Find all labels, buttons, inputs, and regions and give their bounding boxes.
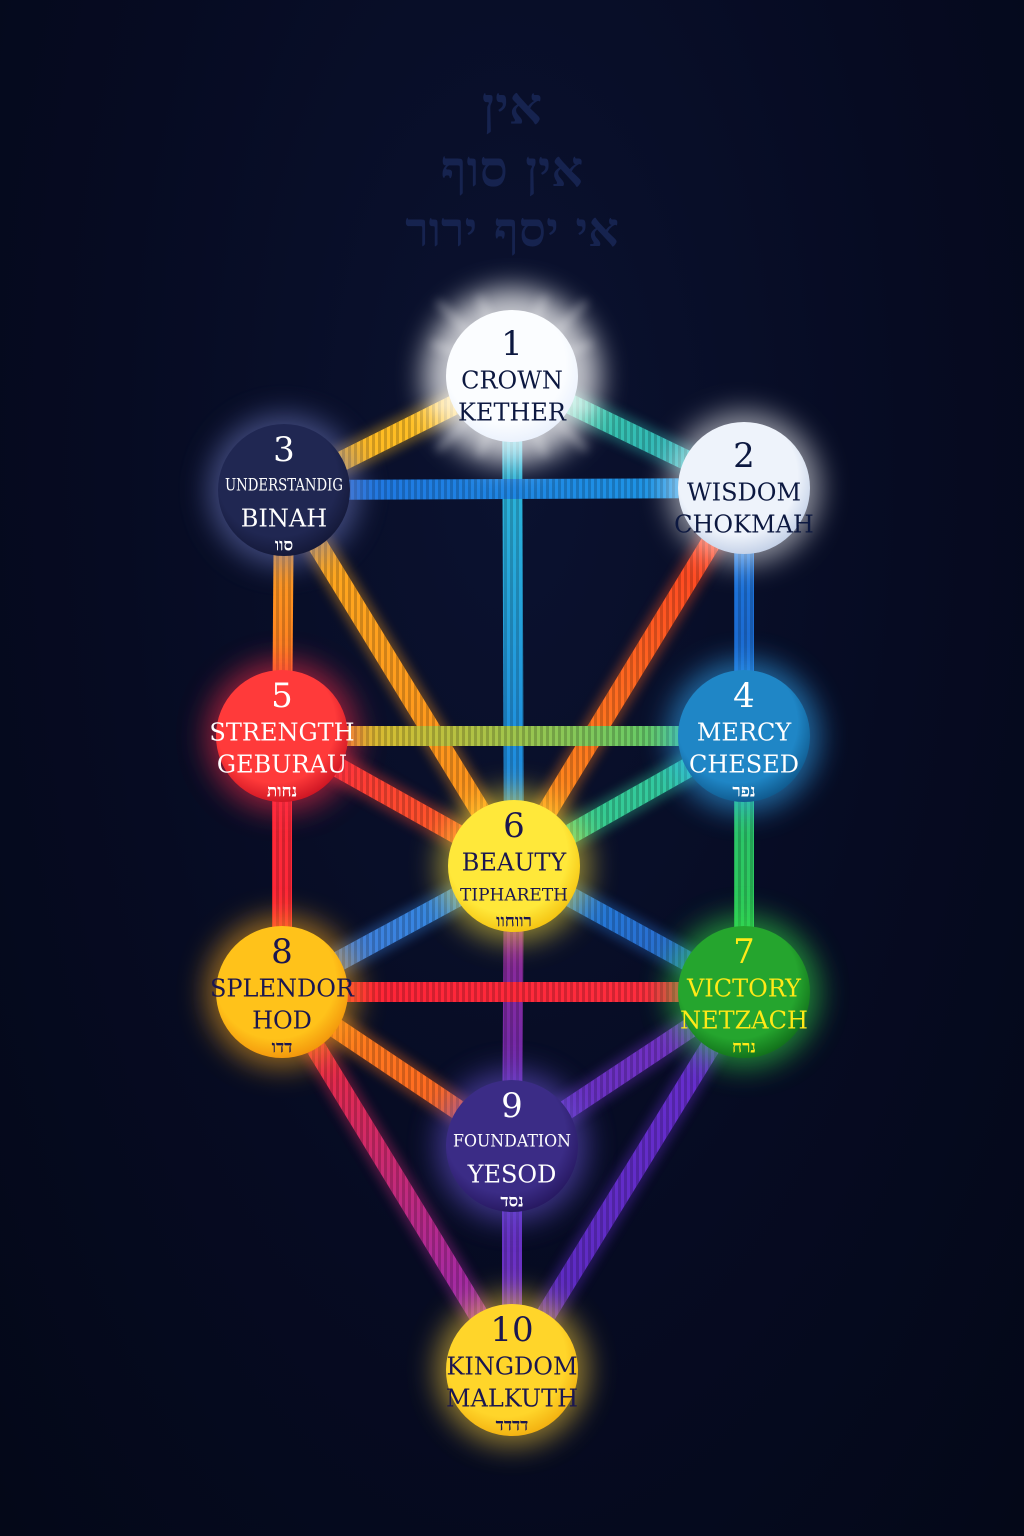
sephirah-hebrew-letters: סוו	[275, 536, 293, 556]
sephirah-number: 3	[273, 430, 295, 470]
sephirah-disc	[216, 926, 348, 1058]
sephirah-name: SPLENDOR	[210, 975, 355, 1003]
sephirah-hebrew-name: BINAH	[241, 505, 327, 533]
path-binah-chokmah	[283, 473, 745, 505]
sephirah-name: KINGDOM	[446, 1353, 577, 1381]
sephirah-disc	[678, 670, 810, 802]
sephirah-disc	[446, 1304, 578, 1436]
sephirah-hebrew-letters: דדו	[272, 1038, 293, 1058]
sephirah-hebrew-name: HOD	[252, 1007, 312, 1035]
sephirah-hebrew-name: NETZACH	[680, 1007, 808, 1035]
sephirah-hebrew-letters: נסד	[500, 1192, 523, 1212]
sephirah-number: 1	[501, 324, 523, 364]
title-line-3: אי יסף ירור	[405, 202, 619, 258]
sephirah-disc	[446, 310, 578, 442]
sephirah-hebrew-letters: נחות	[267, 782, 297, 802]
sephirah-hebrew-letters: דדדד	[496, 1416, 529, 1436]
sephirah-hebrew-letters: רווחוו	[496, 912, 532, 932]
sephirah-disc	[218, 424, 350, 556]
sephirah-name: UNDERSTANDIG	[225, 476, 343, 496]
sephirah-hebrew-name: KETHER	[458, 399, 567, 427]
sephirah-number: 8	[271, 932, 293, 972]
sephirah-name: VICTORY	[686, 975, 802, 1003]
sephirah-disc	[216, 670, 348, 802]
sephirah-name: MERCY	[697, 719, 793, 747]
sephirah-name: CROWN	[461, 367, 563, 395]
sephirah-hebrew-name: CHESED	[689, 751, 799, 779]
sephirah-number: 7	[733, 932, 755, 972]
sephirah-name: FOUNDATION	[453, 1132, 571, 1152]
sephirah-disc	[448, 800, 580, 932]
sephirah-hebrew-letters: נרח	[732, 1038, 756, 1058]
ein-sof-title: אין אין סוף אי יסף ירור	[405, 76, 619, 258]
sephirah-hebrew-name: MALKUTH	[446, 1385, 578, 1413]
sephirah-hebrew-name: YESOD	[467, 1161, 557, 1189]
sephirah-disc	[678, 422, 810, 554]
sephirah-name: WISDOM	[687, 479, 801, 507]
sephirah-hebrew-name: TIPHARETH	[460, 886, 568, 906]
sephirah-name: BEAUTY	[462, 849, 568, 877]
title-line-2: אין סוף	[441, 139, 584, 198]
sephirah-hebrew-letters: נפר	[732, 782, 755, 802]
sephirah-name: STRENGTH	[209, 719, 354, 747]
title-line-1: אין	[482, 76, 542, 137]
sephirah-disc	[446, 1080, 578, 1212]
sephirah-hebrew-name: GEBURAU	[217, 751, 347, 779]
sephirah-number: 5	[271, 676, 293, 716]
sephirah-number: 10	[490, 1310, 533, 1350]
sephirah-hebrew-name: CHOKMAH	[674, 511, 814, 539]
sephirah-number: 9	[501, 1086, 523, 1126]
sephirah-number: 2	[733, 436, 755, 476]
sephirah-disc	[678, 926, 810, 1058]
sephirah-number: 6	[503, 806, 525, 846]
sephirah-number: 4	[733, 676, 755, 716]
